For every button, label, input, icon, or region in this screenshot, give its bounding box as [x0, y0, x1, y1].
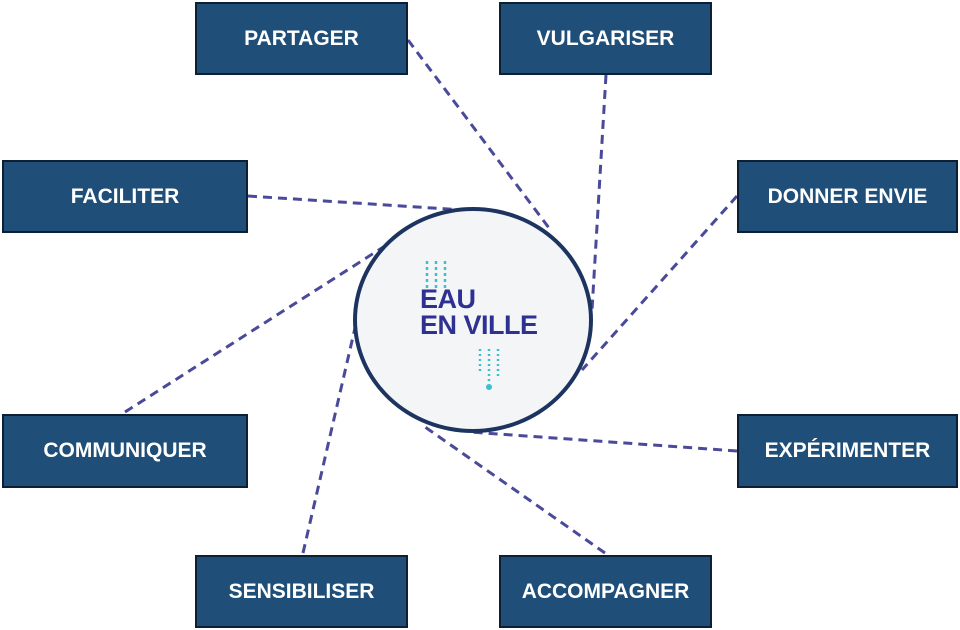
link-sensibiliser	[301, 327, 357, 554]
logo-text: EAU EN VILLE	[420, 284, 538, 340]
link-vulgariser	[590, 74, 608, 311]
logo-line-2: EN VILLE	[420, 310, 538, 340]
link-donner-envie	[580, 195, 739, 371]
node-accompagner: ACCOMPAGNER	[499, 555, 712, 628]
water-drops-bottom-icon	[478, 349, 500, 390]
link-communiquer	[124, 244, 386, 414]
link-experimenter	[469, 430, 738, 453]
center-hub: EAU EN VILLE	[353, 207, 593, 433]
node-faciliter: FACILITER	[2, 160, 248, 233]
node-sensibiliser: SENSIBILISER	[195, 555, 408, 628]
link-partager	[406, 39, 554, 233]
logo-line-1: EAU	[420, 284, 476, 314]
link-accompagner	[424, 425, 606, 555]
node-vulgariser: VULGARISER	[499, 2, 712, 75]
link-faciliter	[247, 194, 464, 212]
node-partager: PARTAGER	[195, 2, 408, 75]
node-communiquer: COMMUNIQUER	[2, 414, 248, 488]
water-drops-top-icon	[425, 261, 447, 289]
node-experimenter: EXPÉRIMENTER	[737, 414, 958, 488]
node-donner-envie: DONNER ENVIE	[737, 160, 958, 233]
